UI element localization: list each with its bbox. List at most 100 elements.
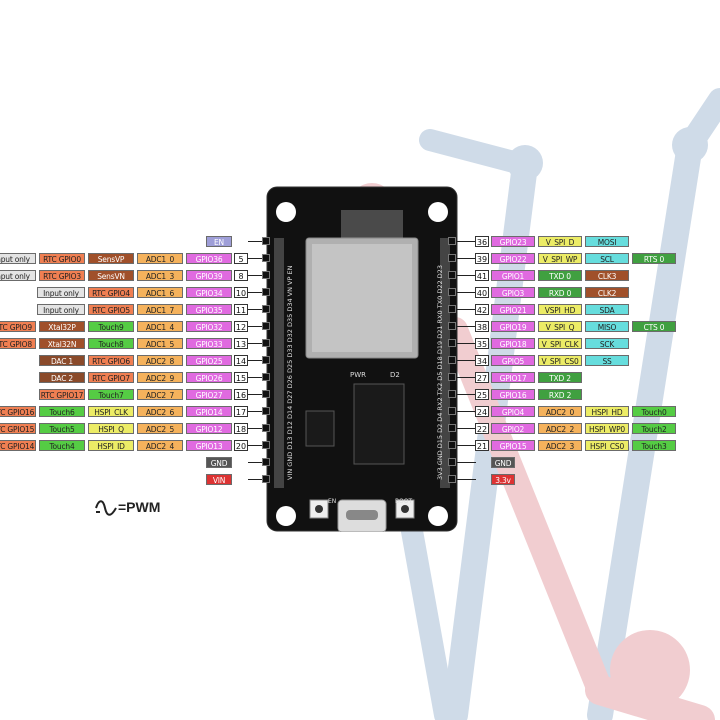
pin-label-gpio: GPIO35 xyxy=(186,304,232,315)
pin-label-gpio: GPIO1 xyxy=(491,270,535,281)
led-silk-label: D2 xyxy=(390,371,400,379)
pin-label-adc: ADC2_3 xyxy=(538,440,582,451)
pin-label-vspi: V_SPI_CS0 xyxy=(538,355,582,366)
pin-header-icon xyxy=(262,373,270,381)
pin-number: 35 xyxy=(475,338,489,349)
pin-label-touch: Touch6 xyxy=(39,406,85,417)
pin-label-gpio: GPIO34 xyxy=(186,287,232,298)
pin-connector-line xyxy=(456,326,476,327)
pin-number: 5 xyxy=(234,253,248,264)
pin-header-icon xyxy=(262,322,270,330)
pin-label-adc: ADC1_6 xyxy=(137,287,183,298)
pin-label-adc: ADC2_9 xyxy=(137,372,183,383)
pin-header-icon xyxy=(448,305,456,313)
pin-label-en: EN xyxy=(206,236,232,247)
pin-connector-line xyxy=(456,343,476,344)
pin-header-icon xyxy=(262,458,270,466)
pin-label-touch: Touch3 xyxy=(632,440,676,451)
pin-number: 41 xyxy=(475,270,489,281)
left-pin-silk: VIN GND D13 D12 D14 D27 D26 D25 D33 D32 … xyxy=(286,265,294,480)
pin-connector-line xyxy=(456,428,476,429)
pin-label-hspi: HSPI_WP0 xyxy=(585,423,629,434)
pin-label-gpio: GPIO2 xyxy=(491,423,535,434)
pin-label-gpio: GPIO17 xyxy=(491,372,535,383)
pin-label-rtc: RTC GPIO0 xyxy=(39,253,85,264)
pin-connector-line xyxy=(456,258,476,259)
pin-connector-line xyxy=(248,309,266,310)
pin-connector-line xyxy=(248,445,266,446)
pwr-silk-label: PWR xyxy=(350,371,367,379)
pin-label-rtc: RTC GPIO6 xyxy=(88,355,134,366)
pin-number: 16 xyxy=(234,389,248,400)
pin-connector-line xyxy=(456,394,476,395)
pin-label-gpio: GPIO12 xyxy=(186,423,232,434)
pin-number: 14 xyxy=(234,355,248,366)
pin-number: 34 xyxy=(475,355,489,366)
pin-label-func: SCL xyxy=(585,253,629,264)
pin-number: 38 xyxy=(475,321,489,332)
pin-header-icon xyxy=(448,373,456,381)
pin-number: 17 xyxy=(234,406,248,417)
pin-label-func: MISO xyxy=(585,321,629,332)
pin-label-touch: Touch2 xyxy=(632,423,676,434)
pin-connector-line xyxy=(248,428,266,429)
pin-label-uart: RTS 0 xyxy=(632,253,676,264)
pin-label-xtal: Xtal32P xyxy=(39,321,85,332)
pin-label-adc: ADC2_7 xyxy=(137,389,183,400)
pin-connector-line xyxy=(248,326,266,327)
pin-label-rtc: RTC GPIO17 xyxy=(39,389,85,400)
pin-header-icon xyxy=(448,441,456,449)
pin-label-dac: DAC 2 xyxy=(39,372,85,383)
pin-label-adc: ADC2_8 xyxy=(137,355,183,366)
pin-label-rtc: RTC GPIO16 xyxy=(0,406,36,417)
pin-connector-line xyxy=(456,292,476,293)
pin-label-hspi: HSPI_CS0 xyxy=(585,440,629,451)
pin-label-touch: Touch8 xyxy=(88,338,134,349)
pin-connector-line xyxy=(456,241,476,242)
pin-label-adc: ADC2_4 xyxy=(137,440,183,451)
pin-connector-line xyxy=(248,258,266,259)
pin-label-gpio: GPIO3 xyxy=(491,287,535,298)
pin-label-uart: RXD 0 xyxy=(538,287,582,298)
pin-number: 36 xyxy=(475,236,489,247)
pin-connector-line xyxy=(456,275,476,276)
pin-number: 42 xyxy=(475,304,489,315)
pin-header-icon xyxy=(448,288,456,296)
pin-label-vspi: VSPI_HD xyxy=(538,304,582,315)
pin-label-gpio: GPIO22 xyxy=(491,253,535,264)
pin-header-icon xyxy=(448,390,456,398)
pin-header-icon xyxy=(262,441,270,449)
pin-label-gnd: GND xyxy=(206,457,232,468)
pin-label-gpio: GPIO5 xyxy=(491,355,535,366)
pin-connector-line xyxy=(456,411,476,412)
pin-label-touch: Touch7 xyxy=(88,389,134,400)
pin-label-func: MOSI xyxy=(585,236,629,247)
pin-number: 22 xyxy=(475,423,489,434)
pin-number: 25 xyxy=(475,389,489,400)
pin-label-adc: ADC1_4 xyxy=(137,321,183,332)
pin-connector-line xyxy=(456,445,476,446)
pin-label-rtc: RTC GPIO9 xyxy=(0,321,36,332)
pin-label-uart: TXD 2 xyxy=(538,372,582,383)
pin-label-adc: ADC1_0 xyxy=(137,253,183,264)
pin-label-adc: ADC2_2 xyxy=(538,423,582,434)
pin-label-clk: CLK3 xyxy=(585,270,629,281)
pin-label-vspi: V_SPI_D xyxy=(538,236,582,247)
usb-uart-chip-icon xyxy=(353,383,405,465)
pin-header-icon xyxy=(448,356,456,364)
pin-connector-line xyxy=(248,411,266,412)
pin-label-xtal: Xtal32N xyxy=(39,338,85,349)
pin-number: 10 xyxy=(234,287,248,298)
pin-header-icon xyxy=(262,356,270,364)
pin-label-adc: ADC1_3 xyxy=(137,270,183,281)
pin-number: 21 xyxy=(475,440,489,451)
pin-label-uart: TXD 0 xyxy=(538,270,582,281)
pwm-symbol-icon xyxy=(95,500,117,516)
pin-label-gpio: GPIO19 xyxy=(491,321,535,332)
pin-connector-line xyxy=(248,462,266,463)
pin-header-icon xyxy=(448,271,456,279)
pin-label-func: SCK xyxy=(585,338,629,349)
pin-label-dac: DAC 1 xyxy=(39,355,85,366)
boot-button-label: BOOT xyxy=(395,498,413,505)
pin-connector-line xyxy=(248,292,266,293)
